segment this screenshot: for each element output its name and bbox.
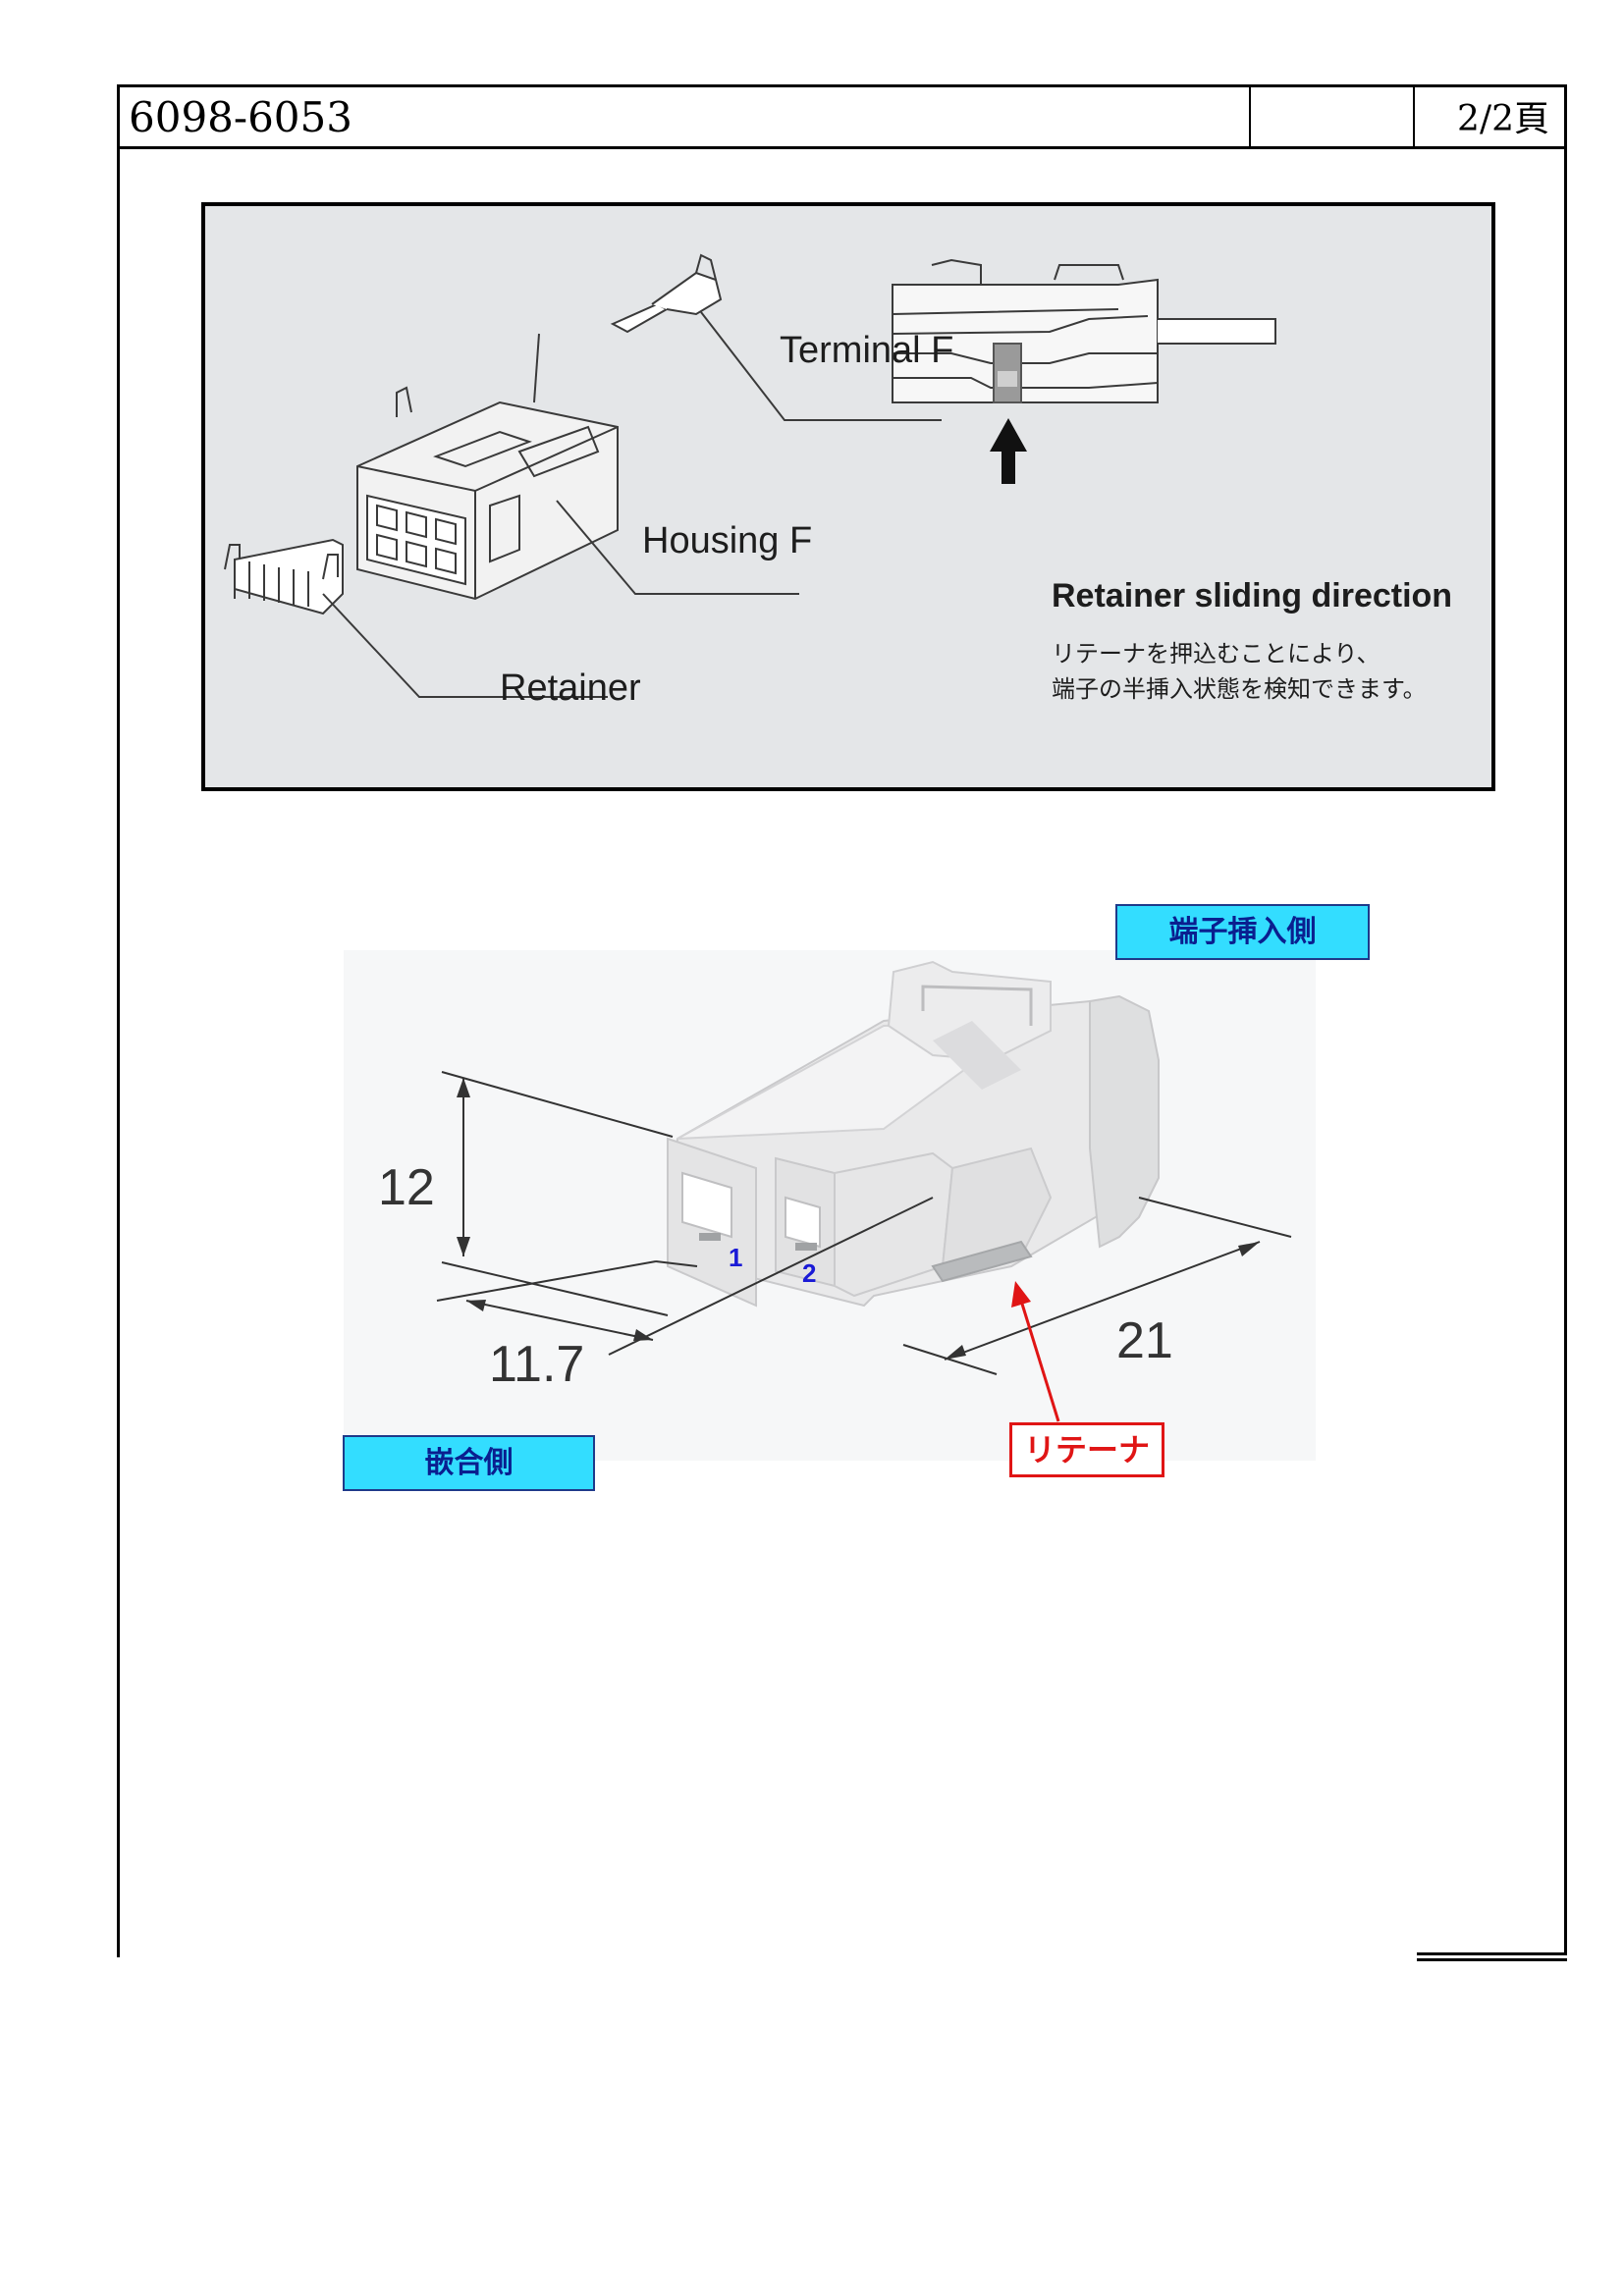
- housing-drawing: [356, 333, 619, 601]
- housing-callout: Housing F: [642, 520, 813, 561]
- exploded-view-drawing: [224, 253, 1276, 698]
- pin-number: 1: [729, 1243, 743, 1272]
- retainer-pointer: [1011, 1281, 1060, 1422]
- retainer-drawing: [224, 538, 344, 615]
- terminal-callout: Terminal F: [780, 330, 954, 371]
- page-indicator: 2/2頁: [1457, 99, 1549, 139]
- sliding-direction-arrow: [990, 418, 1027, 484]
- mating-side-label: 嵌合側: [343, 1435, 595, 1491]
- retainer-label: リテーナ: [1009, 1422, 1164, 1477]
- sliding-note-line: リテーナを押込むことにより、: [1052, 640, 1380, 667]
- dimension-width: 11.7: [489, 1336, 585, 1393]
- exploded-view-panel: Terminal F Housing F Retainer Retainer s…: [201, 202, 1495, 791]
- terminal-drawing: [610, 253, 723, 334]
- dimension-height: 12: [378, 1159, 435, 1216]
- connector-body: [666, 960, 1160, 1308]
- sliding-direction-title: Retainer sliding direction: [1052, 577, 1453, 614]
- insertion-side-label: 端子挿入側: [1115, 904, 1370, 960]
- page-frame-right: [1564, 84, 1567, 1955]
- page-frame-bottom-rule: [1417, 1952, 1567, 1955]
- page-frame-bottom-rule: [1417, 1958, 1567, 1961]
- sliding-note-line: 端子の半挿入状態を検知できます。: [1052, 675, 1427, 703]
- document-number: 6098-6053: [129, 93, 352, 141]
- retainer-callout: Retainer: [500, 667, 641, 709]
- page-frame-left: [117, 84, 120, 1957]
- dimension-lines: [436, 1071, 1292, 1375]
- header-divider: [1249, 87, 1251, 146]
- document-header: 6098-6053 2/2頁: [117, 84, 1567, 149]
- cross-section-drawing: [892, 258, 1276, 403]
- connector-dimension-drawing: [344, 950, 1316, 1461]
- pin-number: 2: [802, 1258, 817, 1288]
- dimension-length: 21: [1116, 1312, 1173, 1369]
- header-divider: [1413, 87, 1415, 146]
